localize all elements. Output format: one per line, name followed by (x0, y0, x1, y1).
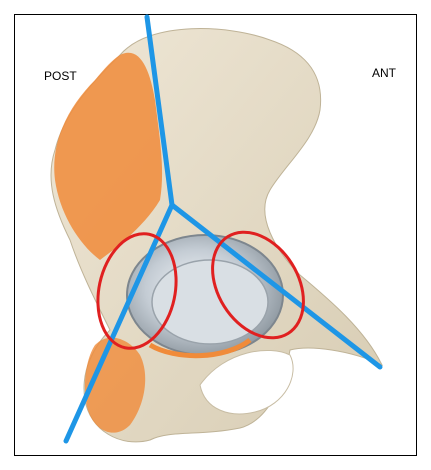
posterior-label: POST (44, 70, 77, 82)
anterior-label: ANT (372, 67, 396, 79)
